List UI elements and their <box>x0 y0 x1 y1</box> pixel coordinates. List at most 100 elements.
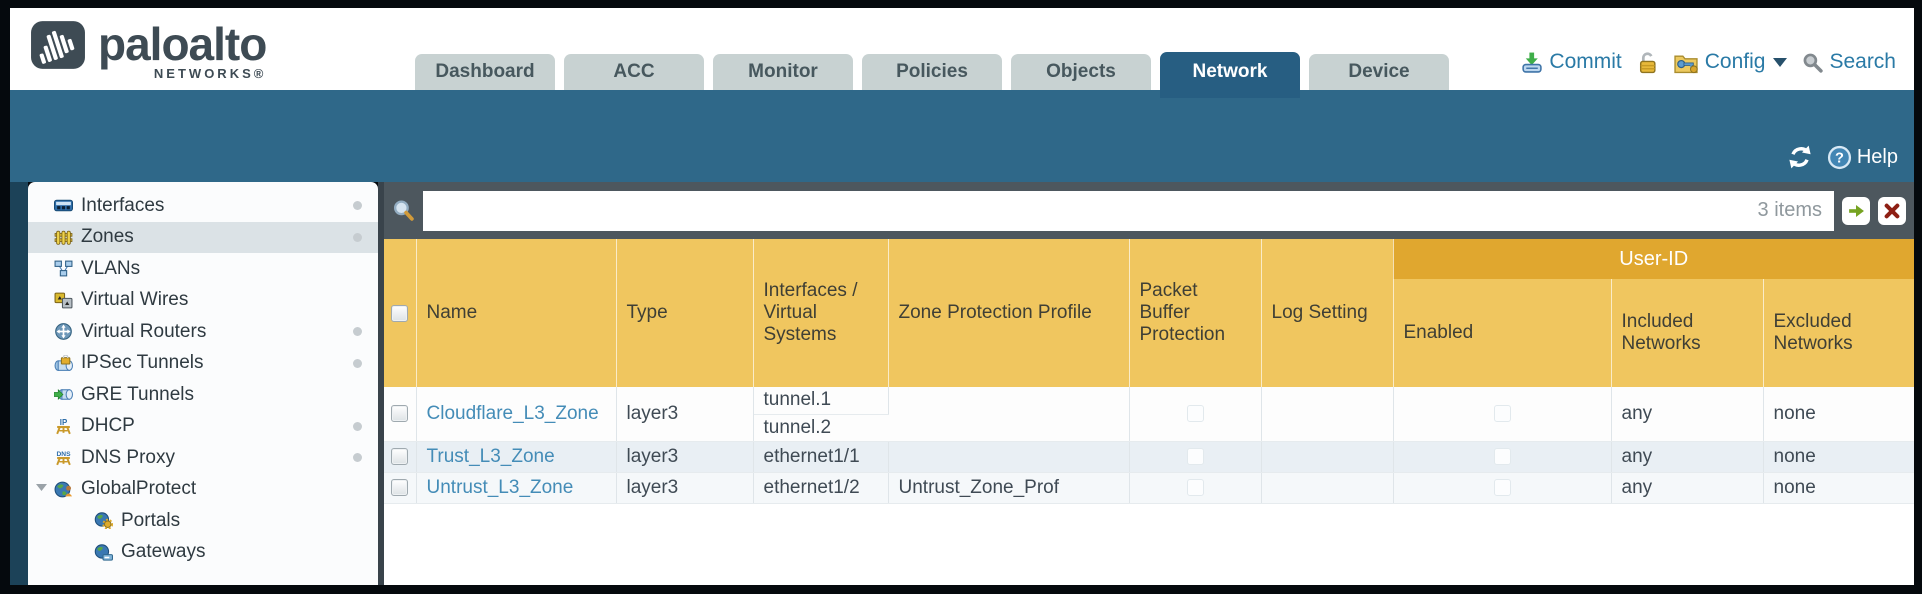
table-row: Trust_L3_Zone layer3 ethernet1/1 any non… <box>384 441 1914 473</box>
search-icon <box>1804 53 1824 73</box>
gateways-icon <box>94 544 113 561</box>
refresh-icon[interactable] <box>1787 144 1813 170</box>
select-all-checkbox[interactable] <box>391 304 409 322</box>
sidebar-item-label: Interfaces <box>81 194 165 216</box>
zones-icon <box>54 230 73 245</box>
green-arrow-icon <box>1849 204 1864 217</box>
tab-monitor[interactable]: Monitor <box>713 54 853 90</box>
sidebar-item-interfaces[interactable]: Interfaces <box>28 190 378 222</box>
sidebar-item-label: Virtual Wires <box>81 289 189 311</box>
sidebar-item-globalprotect[interactable]: GlobalProtect <box>28 474 378 506</box>
paloalto-logo: paloalto NETWORKS® <box>30 20 267 81</box>
sidebar-item-portals[interactable]: Portals <box>28 505 378 537</box>
user-id-enabled-checkbox[interactable] <box>1493 405 1511 423</box>
search-button[interactable]: Search <box>1802 50 1896 74</box>
excluded-networks: none <box>1763 441 1914 473</box>
help-button[interactable]: ? Help <box>1827 145 1898 170</box>
zones-table: Name Type Interfaces / Virtual Systems Z… <box>384 239 1914 504</box>
zone-name-link[interactable]: Cloudflare_L3_Zone <box>426 402 599 424</box>
vlans-icon <box>54 260 73 277</box>
top-action-links: Commit Config <box>1520 50 1896 74</box>
column-header-packet-buffer-protection[interactable]: Packet Buffer Protection <box>1129 239 1262 387</box>
apply-filter-button[interactable] <box>1842 196 1870 225</box>
zone-interface: ethernet1/2 <box>753 472 889 504</box>
sidebar-item-virtual-wires[interactable]: Virtual Wires <box>28 285 378 317</box>
row-checkbox[interactable] <box>391 448 409 465</box>
sidebar-item-vlans[interactable]: VLANs <box>28 253 378 285</box>
virtual-wires-icon <box>54 292 73 309</box>
filter-input[interactable] <box>423 190 1834 231</box>
sidebar-item-virtual-routers[interactable]: Virtual Routers <box>28 316 378 348</box>
zone-name-link[interactable]: Trust_L3_Zone <box>426 445 555 467</box>
zone-protection-profile <box>888 441 1130 473</box>
network-sidebar: Interfaces Zones <box>28 182 378 585</box>
column-header-log-setting[interactable]: Log Setting <box>1261 239 1394 387</box>
clear-filter-button[interactable] <box>1878 196 1906 225</box>
brand-subtitle: NETWORKS® <box>153 66 267 81</box>
dhcp-icon: IP <box>56 418 71 434</box>
zone-protection-profile: Untrust_Zone_Prof <box>888 472 1130 504</box>
table-row: Cloudflare_L3_Zone layer3 tunnel.1 any n… <box>384 387 1914 442</box>
sidebar-item-label: Virtual Routers <box>81 320 207 342</box>
sidebar-item-dns-proxy[interactable]: DNS DNS Proxy <box>28 442 378 474</box>
select-all-header <box>384 239 417 387</box>
main-nav-tabs: Dashboard ACC Monitor Policies Objects N… <box>415 52 1449 98</box>
included-networks: any <box>1611 387 1764 442</box>
zone-protection-profile <box>888 387 1130 442</box>
red-x-icon <box>1884 203 1900 218</box>
left-gutter <box>10 182 28 585</box>
sidebar-item-gre-tunnels[interactable]: GRE Tunnels <box>28 379 378 411</box>
globalprotect-icon <box>54 481 73 498</box>
user-id-enabled-checkbox[interactable] <box>1493 479 1511 496</box>
sidebar-item-dhcp[interactable]: IP DHCP <box>28 411 378 443</box>
zone-name-link[interactable]: Untrust_L3_Zone <box>426 476 574 498</box>
excluded-networks: none <box>1763 472 1914 504</box>
sidebar-item-label: GlobalProtect <box>81 478 197 500</box>
column-header-type[interactable]: Type <box>616 239 754 387</box>
sidebar-item-label: Zones <box>81 226 134 248</box>
packet-buffer-checkbox[interactable] <box>1186 448 1204 465</box>
column-header-excluded-networks[interactable]: Excluded Networks <box>1763 279 1914 387</box>
row-checkbox[interactable] <box>391 479 409 496</box>
status-dot <box>353 358 362 368</box>
sidebar-item-label: Gateways <box>121 541 206 563</box>
sidebar-item-ipsec-tunnels[interactable]: IPSec Tunnels <box>28 348 378 380</box>
included-networks: any <box>1611 472 1764 504</box>
config-label: Config <box>1704 50 1766 73</box>
sidebar-item-label: IPSec Tunnels <box>81 352 204 374</box>
search-label: Search <box>1829 50 1896 73</box>
tab-dashboard[interactable]: Dashboard <box>415 54 555 90</box>
expand-triangle-icon[interactable] <box>35 483 48 492</box>
sidebar-item-zones[interactable]: Zones <box>28 221 378 253</box>
row-checkbox[interactable] <box>391 405 409 423</box>
config-menu[interactable]: Config <box>1673 50 1788 74</box>
tab-network[interactable]: Network <box>1160 52 1300 98</box>
config-caret-icon <box>1773 57 1788 67</box>
lock-icon[interactable] <box>1637 51 1658 74</box>
column-header-enabled[interactable]: Enabled <box>1393 279 1612 387</box>
sidebar-item-label: DHCP <box>81 415 135 437</box>
status-dot <box>353 453 362 463</box>
log-setting <box>1261 472 1394 504</box>
tab-device[interactable]: Device <box>1309 54 1449 90</box>
column-header-interfaces[interactable]: Interfaces / Virtual Systems <box>753 239 889 387</box>
filter-search-icon <box>393 200 414 221</box>
commit-button[interactable]: Commit <box>1520 50 1622 74</box>
user-id-enabled-checkbox[interactable] <box>1493 448 1511 465</box>
column-header-included-networks[interactable]: Included Networks <box>1611 279 1764 387</box>
column-header-zone-protection-profile[interactable]: Zone Protection Profile <box>888 239 1130 387</box>
tab-objects[interactable]: Objects <box>1011 54 1151 90</box>
sidebar-item-gateways[interactable]: Gateways <box>28 537 378 569</box>
column-header-name[interactable]: Name <box>416 239 617 387</box>
tab-acc[interactable]: ACC <box>564 54 704 90</box>
packet-buffer-checkbox[interactable] <box>1186 479 1204 496</box>
column-group-user-id: User-ID <box>1393 239 1914 279</box>
panel-splitter[interactable] <box>378 182 384 585</box>
sub-header-band: ? Help <box>10 90 1914 182</box>
help-label: Help <box>1856 145 1898 168</box>
sidebar-item-label: DNS Proxy <box>81 446 175 468</box>
packet-buffer-checkbox[interactable] <box>1186 405 1204 423</box>
portals-icon <box>94 512 113 530</box>
tab-policies[interactable]: Policies <box>862 54 1002 90</box>
